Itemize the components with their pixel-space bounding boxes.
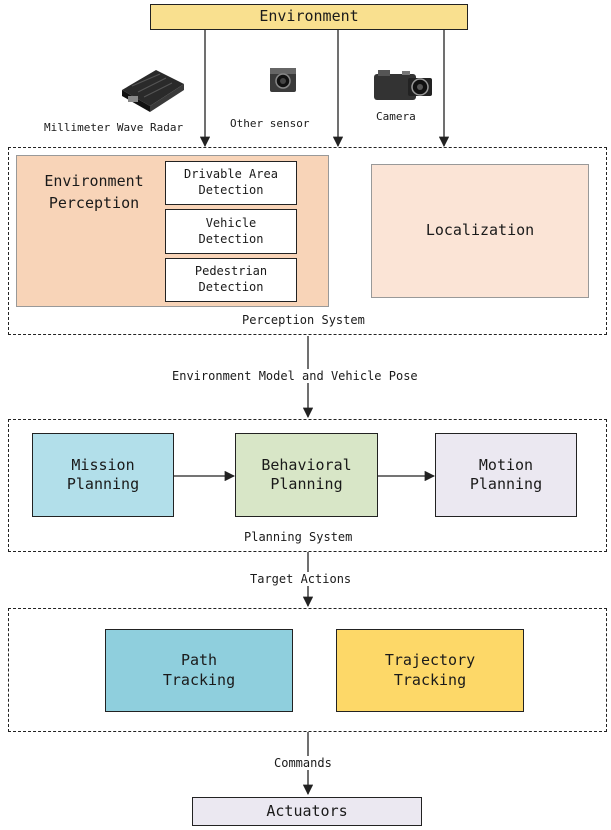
mission-planning-box: Mission Planning [32,433,174,517]
environment-label: Environment [259,7,359,26]
localization-box: Localization [371,164,589,298]
camera-icon [374,70,432,100]
environment-perception-label: Environment Perception [44,172,144,212]
behavioral-planning-box: Behavioral Planning [235,433,378,517]
perception-system-group [8,147,607,335]
commands-edge-label: Commands [272,756,334,770]
planning-system-group [8,419,607,552]
mission-planning-label: Mission Planning [66,455,140,494]
pedestrian-detection-label: Pedestrian Detection [194,264,268,294]
path-tracking-label: Path Tracking [162,651,236,689]
actuators-label: Actuators [266,801,348,820]
other-sensor-icon [270,68,296,92]
drivable-area-detection-label: Drivable Area Detection [184,167,278,197]
actuators-box: Actuators [192,797,422,826]
pedestrian-detection-box: Pedestrian Detection [165,258,297,302]
vehicle-detection-box: Vehicle Detection [165,209,297,254]
perception-system-label: Perception System [242,313,365,327]
radar-icon [122,70,184,112]
environment-box: Environment [150,4,468,30]
localization-label: Localization [425,221,535,240]
trajectory-tracking-box: Trajectory Tracking [336,629,524,712]
target-actions-edge-label: Target Actions [248,572,354,586]
behavioral-planning-label: Behavioral Planning [261,455,352,494]
environment-model-edge-label: Environment Model and Vehicle Pose [170,369,420,383]
planning-system-label: Planning System [242,530,355,544]
camera-label: Camera [374,110,418,123]
drivable-area-detection-box: Drivable Area Detection [165,161,297,205]
control-group [8,608,607,732]
radar-label: Millimeter Wave Radar [44,121,184,134]
path-tracking-box: Path Tracking [105,629,293,712]
trajectory-tracking-label: Trajectory Tracking [384,651,476,689]
vehicle-detection-label: Vehicle Detection [198,215,264,246]
other-sensor-label: Other sensor [228,117,312,130]
motion-planning-label: Motion Planning [469,455,543,494]
motion-planning-box: Motion Planning [435,433,577,517]
